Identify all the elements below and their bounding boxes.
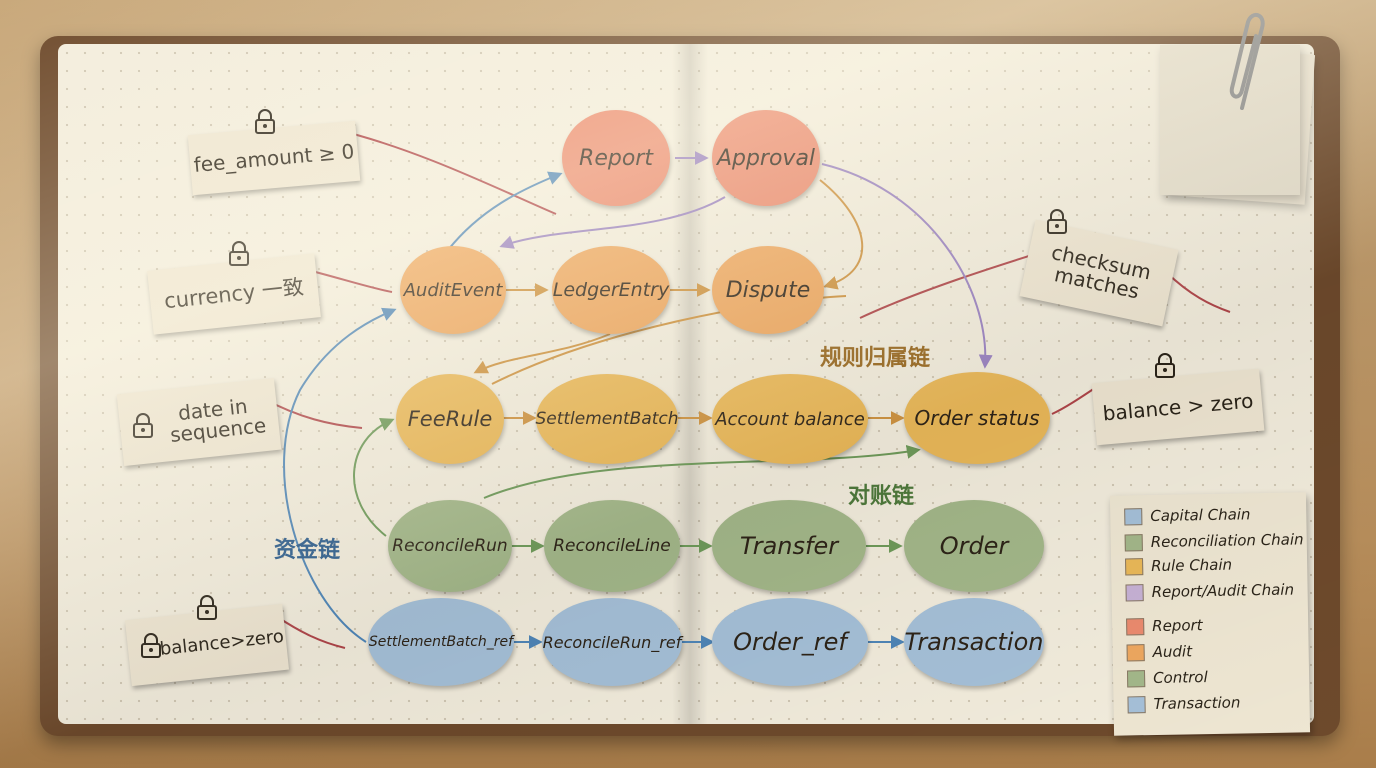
constraint-date-text: date in sequence bbox=[168, 393, 268, 448]
legend-swatch bbox=[1127, 695, 1146, 713]
node-approval: Approval bbox=[712, 110, 820, 206]
legend-label: Report bbox=[1152, 616, 1203, 636]
legend-label: Transaction bbox=[1153, 693, 1241, 713]
legend-swatch bbox=[1124, 507, 1143, 525]
node-reconcilerun-ref: ReconcileRun_ref bbox=[542, 598, 682, 686]
lock-icon bbox=[1047, 209, 1067, 234]
lock-icon bbox=[197, 595, 217, 620]
constraint-checksum-text: checksum matches bbox=[1049, 239, 1154, 304]
legend: Capital Chain Reconciliation Chain Rule … bbox=[1109, 492, 1311, 736]
node-ledgerentry: LedgerEntry bbox=[552, 246, 670, 334]
legend-item-audit: Audit bbox=[1126, 642, 1193, 662]
legend-label: Report/Audit Chain bbox=[1151, 580, 1295, 602]
node-order: Order bbox=[904, 500, 1044, 592]
node-order-ref: Order_ref bbox=[712, 598, 868, 686]
node-report: Report bbox=[562, 110, 670, 206]
legend-label: Audit bbox=[1152, 642, 1193, 662]
legend-item-report: Report bbox=[1126, 616, 1203, 635]
lock-icon bbox=[1155, 353, 1175, 378]
chain-label-reconcile: 对账链 bbox=[848, 484, 915, 509]
node-accountbalance: Account balance bbox=[712, 374, 868, 464]
legend-label: Rule Chain bbox=[1150, 555, 1233, 576]
legend-swatch bbox=[1124, 533, 1143, 551]
legend-label: Capital Chain bbox=[1150, 505, 1251, 526]
lock-icon bbox=[133, 413, 153, 438]
legend-item-rule-chain: Rule Chain bbox=[1125, 556, 1232, 576]
legend-label: Control bbox=[1152, 668, 1208, 688]
legend-swatch bbox=[1126, 669, 1146, 687]
paperclip-icon bbox=[1229, 12, 1265, 110]
legend-swatch bbox=[1125, 583, 1144, 601]
lock-icon bbox=[229, 241, 249, 266]
node-orderstatus: Order status bbox=[904, 372, 1050, 464]
node-settlementbatch-ref: SettlementBatch_ref bbox=[368, 598, 514, 686]
chain-label-rule: 规则归属链 bbox=[820, 346, 931, 371]
legend-item-report-audit-chain: Report/Audit Chain bbox=[1125, 581, 1294, 602]
node-dispute: Dispute bbox=[712, 246, 824, 334]
node-reconcilerun: ReconcileRun bbox=[388, 500, 512, 592]
legend-swatch bbox=[1126, 617, 1145, 635]
legend-swatch bbox=[1125, 557, 1144, 575]
node-transaction: Transaction bbox=[904, 598, 1044, 686]
node-transfer: Transfer bbox=[712, 500, 866, 592]
node-auditevent: AuditEvent bbox=[400, 246, 506, 334]
lock-icon bbox=[255, 109, 275, 134]
legend-item-transaction: Transaction bbox=[1127, 693, 1241, 713]
legend-item-control: Control bbox=[1126, 668, 1208, 688]
blank-sticky-note-front bbox=[1160, 45, 1300, 195]
lock-icon bbox=[141, 633, 161, 658]
legend-label: Reconciliation Chain bbox=[1150, 530, 1304, 552]
node-feerule: FeeRule bbox=[396, 374, 504, 464]
legend-item-reconciliation-chain: Reconciliation Chain bbox=[1124, 530, 1304, 552]
chain-label-capital: 资金链 bbox=[274, 538, 341, 563]
legend-item-capital-chain: Capital Chain bbox=[1124, 505, 1251, 525]
node-reconcileline: ReconcileLine bbox=[544, 500, 680, 592]
node-settlementbatch: SettlementBatch bbox=[535, 374, 679, 464]
legend-swatch bbox=[1126, 643, 1145, 661]
